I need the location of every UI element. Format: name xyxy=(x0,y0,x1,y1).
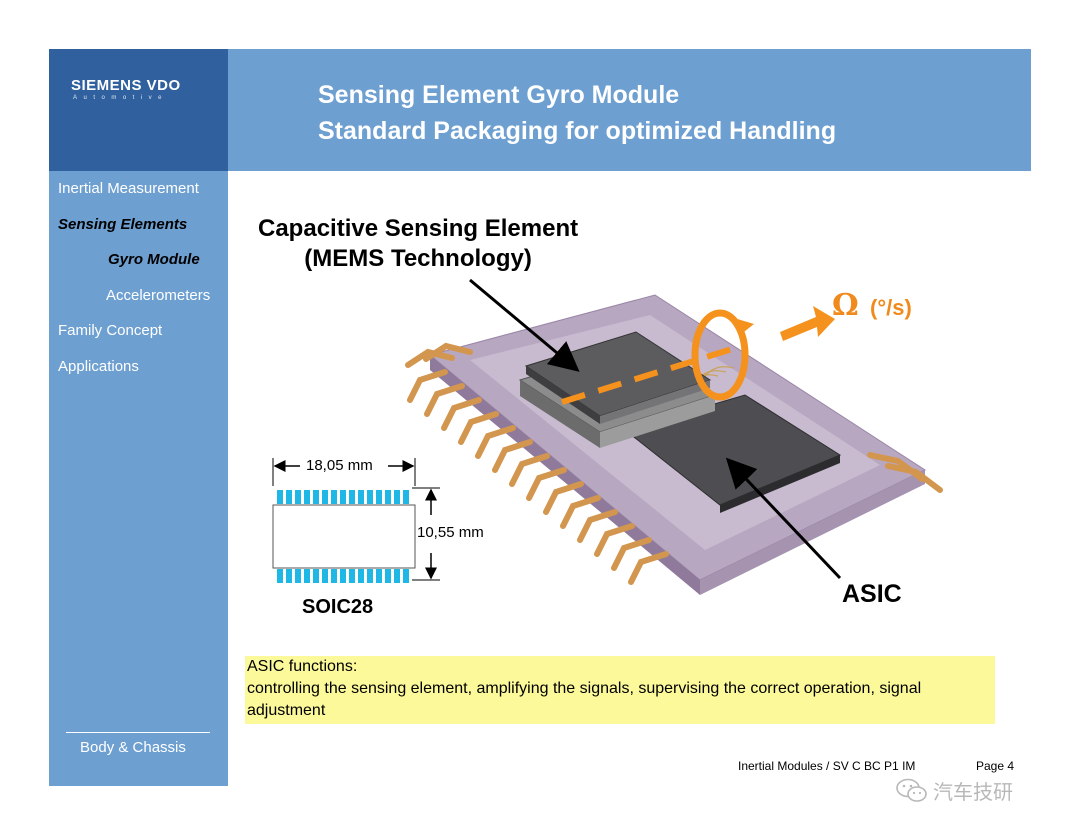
asic-label: ASIC xyxy=(842,580,902,608)
logo-block: SIEMENS VDO Automotive xyxy=(49,49,228,171)
nav-item-family-concept[interactable]: Family Concept xyxy=(58,322,163,339)
callout-arrow-asic xyxy=(725,457,842,580)
title-line-1: Sensing Element Gyro Module xyxy=(318,81,680,109)
width-dimension: 18,05 mm xyxy=(306,457,373,474)
footer-page-number: Page 4 xyxy=(976,759,1015,773)
watermark: 汽车技研 xyxy=(895,775,1050,805)
nav-item-sensing-elements[interactable]: Sensing Elements xyxy=(58,216,188,233)
rotation-axis-arrow xyxy=(561,306,835,405)
note-body: controlling the sensing element, amplify… xyxy=(247,680,922,719)
omega-symbol: Ω xyxy=(832,288,859,323)
footer-document-ref: Inertial Modules / SV C BC P1 IM xyxy=(738,759,916,773)
footprint-pins-top xyxy=(277,490,409,504)
nav-item-applications[interactable]: Applications xyxy=(58,358,139,375)
slide-title: Sensing Element Gyro Module Standard Pac… xyxy=(318,77,836,149)
sidebar-footer-body-chassis[interactable]: Body & Chassis xyxy=(80,739,186,756)
nav-item-inertial-measurement[interactable]: Inertial Measurement xyxy=(58,180,199,197)
title-line-2: Standard Packaging for optimized Handlin… xyxy=(318,117,837,145)
callout-line-2: (MEMS Technology) xyxy=(304,245,532,272)
soic28-footprint xyxy=(272,458,440,583)
soic-package-illustration xyxy=(272,278,943,595)
callout-arrow-mems xyxy=(469,278,580,372)
omega-unit: (°/s) xyxy=(870,295,912,320)
height-dimension: 10,55 mm xyxy=(417,524,484,541)
footprint-pins-bottom xyxy=(277,569,409,583)
brand-logo: SIEMENS VDO xyxy=(71,77,181,94)
wechat-icon xyxy=(896,778,927,802)
gyro-module-figure: Capacitive Sensing Element (MEMS Technol… xyxy=(240,200,1010,640)
note-heading: ASIC functions: xyxy=(247,658,358,675)
package-leads xyxy=(405,342,943,585)
slide-header: Sensing Element Gyro Module Standard Pac… xyxy=(228,49,1031,171)
sidebar-nav: Inertial Measurement Sensing Elements Gy… xyxy=(49,171,228,786)
watermark-text: 汽车技研 xyxy=(933,782,1013,804)
asic-functions-note: ASIC functions: controlling the sensing … xyxy=(245,656,995,724)
sidebar-divider xyxy=(66,732,210,733)
nav-item-gyro-module[interactable]: Gyro Module xyxy=(108,251,200,268)
package-name: SOIC28 xyxy=(302,596,374,618)
brand-tagline: Automotive xyxy=(73,95,169,101)
callout-line-1: Capacitive Sensing Element xyxy=(258,215,579,242)
mems-callout-label: Capacitive Sensing Element (MEMS Technol… xyxy=(258,214,578,274)
nav-item-accelerometers[interactable]: Accelerometers xyxy=(106,287,211,304)
